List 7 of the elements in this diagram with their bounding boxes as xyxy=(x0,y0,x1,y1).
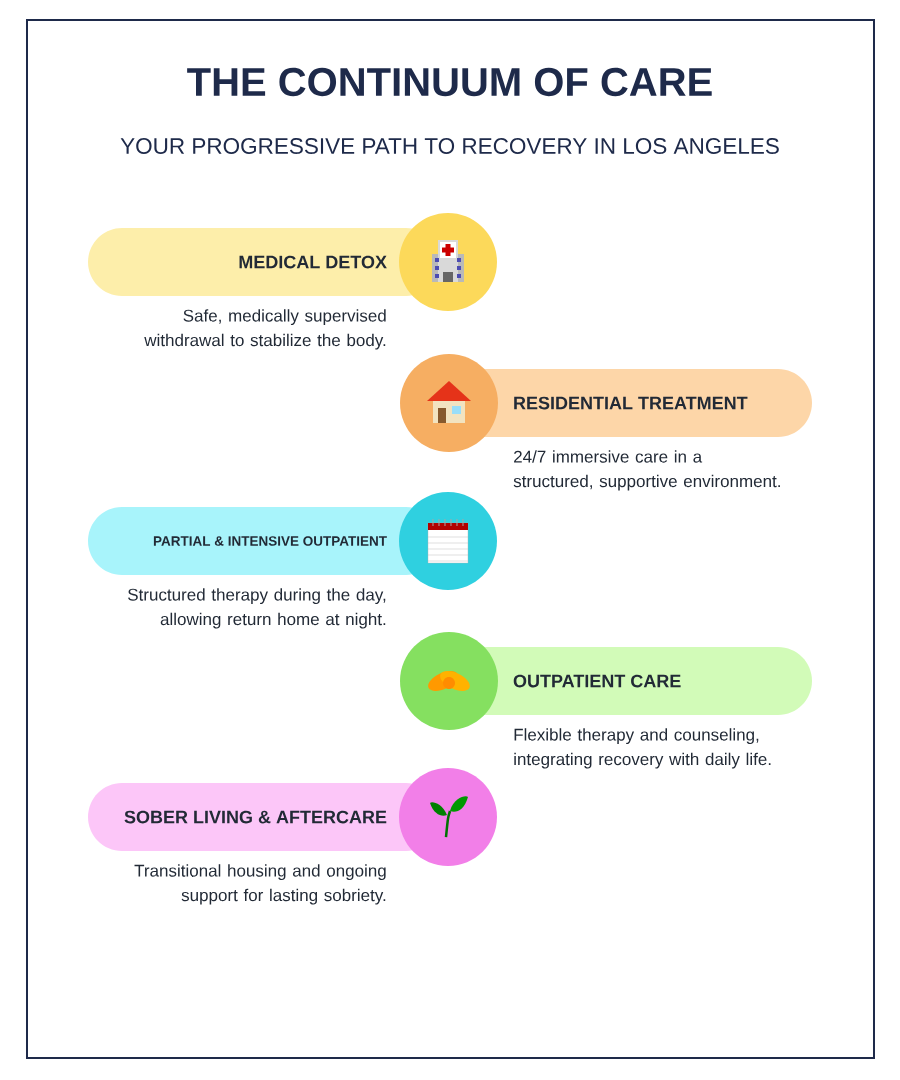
title: THE CONTINUUM OF CARE xyxy=(187,67,712,97)
description: Transitional housing and ongoing support for lasting sobriety. xyxy=(134,864,386,905)
description: Structured therapy during the day, allowing return home at night. xyxy=(128,588,386,629)
subtitle: YOUR PROGRESSIVE PATH TO RECOVERY IN LOS ANGELES xyxy=(120,138,779,154)
description: 24/7 immersive care in a structured, supportive environment. xyxy=(513,450,780,491)
description: Safe, medically supervised withdrawal to stabilize the body. xyxy=(144,309,386,350)
description: Flexible therapy and counseling, integrating recovery with daily life. xyxy=(514,728,771,769)
